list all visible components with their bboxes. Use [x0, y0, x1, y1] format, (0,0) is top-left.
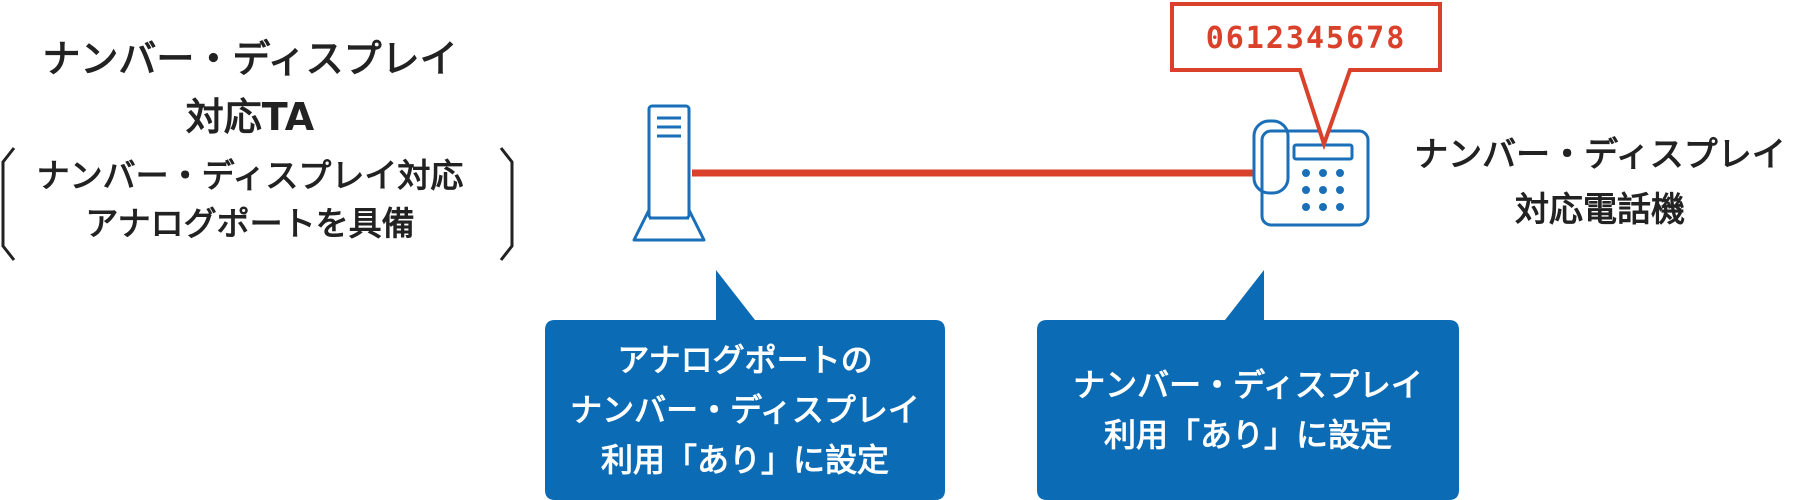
phone-label-line1: ナンバー・ディスプレイ — [1414, 135, 1786, 175]
ta-title: ナンバー・ディスプレイ 対応TA — [0, 30, 500, 146]
right-bracket — [499, 147, 514, 261]
ta-callout-line3: 利用「あり」に設定 — [600, 441, 889, 479]
caller-number: 0612345678 — [1205, 20, 1407, 56]
phone-callout-bubble — [1037, 270, 1459, 500]
phone-label-line2: 対応電話機 — [1515, 190, 1685, 230]
number-display-box — [1170, 2, 1442, 151]
ta-callout-text: アナログポートの ナンバー・ディスプレイ 利用「あり」に設定 — [545, 320, 945, 500]
ta-callout-bubble — [545, 270, 945, 500]
left-bracket — [1, 147, 16, 261]
ta-device-icon — [632, 104, 706, 242]
phone-callout-line2: 利用「あり」に設定 — [1103, 416, 1392, 454]
ta-callout-line1: アナログポートの — [617, 341, 873, 379]
ta-note-line1: ナンバー・ディスプレイ対応 — [36, 156, 464, 195]
ta-title-line2: 対応TA — [185, 95, 315, 139]
ta-note: ナンバー・ディスプレイ対応 アナログポートを具備 — [20, 152, 480, 248]
ta-title-line1: ナンバー・ディスプレイ — [42, 37, 458, 81]
ta-note-line2: アナログポートを具備 — [85, 204, 415, 243]
telephone-icon — [1252, 119, 1370, 227]
phone-callout-line1: ナンバー・ディスプレイ — [1073, 366, 1423, 404]
ta-callout-line2: ナンバー・ディスプレイ — [570, 391, 920, 429]
telephone-keypad — [1302, 169, 1344, 211]
phone-callout-text: ナンバー・ディスプレイ 利用「あり」に設定 — [1037, 320, 1459, 500]
phone-label: ナンバー・ディスプレイ 対応電話機 — [1400, 128, 1800, 238]
